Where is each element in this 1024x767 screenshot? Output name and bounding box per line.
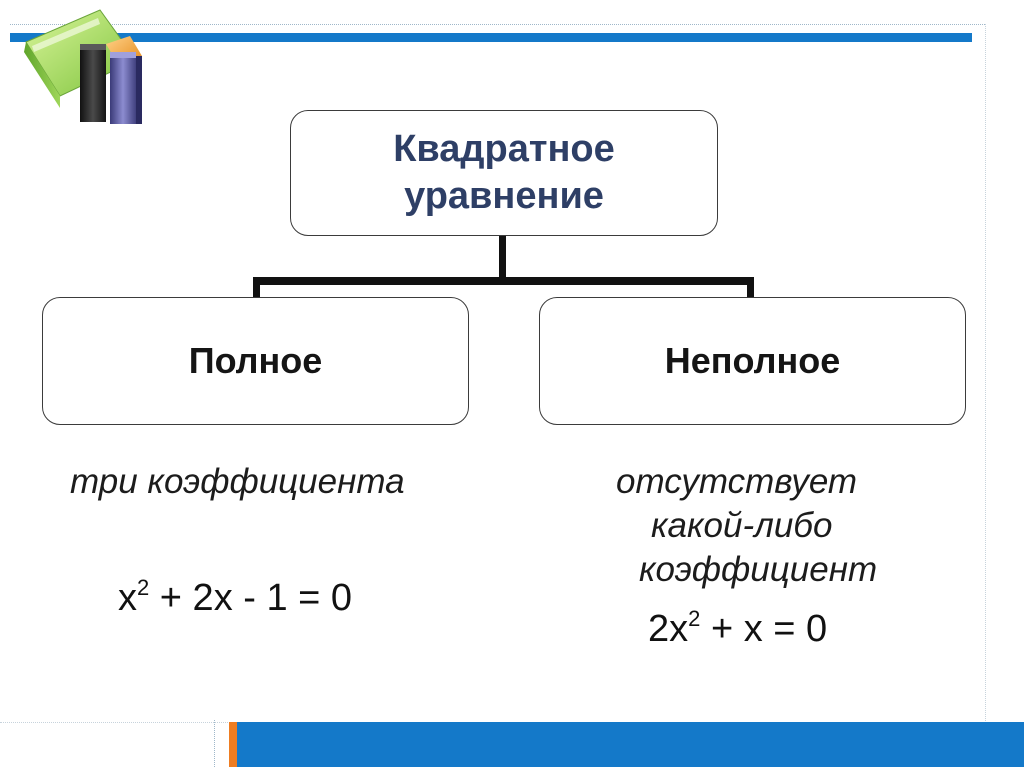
connector-stem bbox=[499, 234, 506, 282]
complete-formula-base: x bbox=[118, 577, 137, 619]
top-accent-bar bbox=[10, 33, 972, 42]
root-node-label-line2: уравнение bbox=[404, 175, 604, 217]
incomplete-formula-rest: + x = 0 bbox=[700, 608, 828, 650]
bottom-orange-accent bbox=[229, 722, 237, 767]
top-dotted-line bbox=[10, 24, 985, 25]
incomplete-description-line3: коэффициент bbox=[639, 550, 878, 589]
bottom-accent-bar bbox=[237, 722, 1024, 767]
incomplete-formula-base: 2x bbox=[648, 608, 689, 650]
books-icon bbox=[24, 9, 142, 124]
incomplete-description-line1: отсутствует bbox=[616, 462, 858, 501]
connector-horizontal bbox=[253, 277, 754, 285]
complete-formula-exponent: 2 bbox=[137, 575, 150, 600]
node-incomplete: Неполное bbox=[539, 297, 966, 425]
incomplete-description-line2: какой-либо bbox=[651, 506, 833, 545]
connector-left-drop bbox=[253, 277, 260, 299]
right-dotted-line bbox=[985, 24, 986, 739]
connector-right-drop bbox=[747, 277, 754, 299]
root-node-quadratic-equation: Квадратное уравнение bbox=[290, 110, 718, 236]
incomplete-example-formula: 2x2 + x = 0 bbox=[648, 606, 827, 651]
complete-description: три коэффициента bbox=[70, 462, 405, 501]
bottom-vertical-dotted-line bbox=[214, 720, 215, 767]
node-complete: Полное bbox=[42, 297, 469, 425]
node-incomplete-label: Неполное bbox=[664, 340, 841, 381]
complete-formula-rest: + 2x - 1 = 0 bbox=[149, 577, 353, 619]
incomplete-formula-exponent: 2 bbox=[688, 606, 701, 631]
complete-example-formula: x2 + 2x - 1 = 0 bbox=[118, 575, 352, 620]
node-complete-label: Полное bbox=[188, 340, 323, 381]
root-node-label-line1: Квадратное bbox=[393, 127, 615, 170]
